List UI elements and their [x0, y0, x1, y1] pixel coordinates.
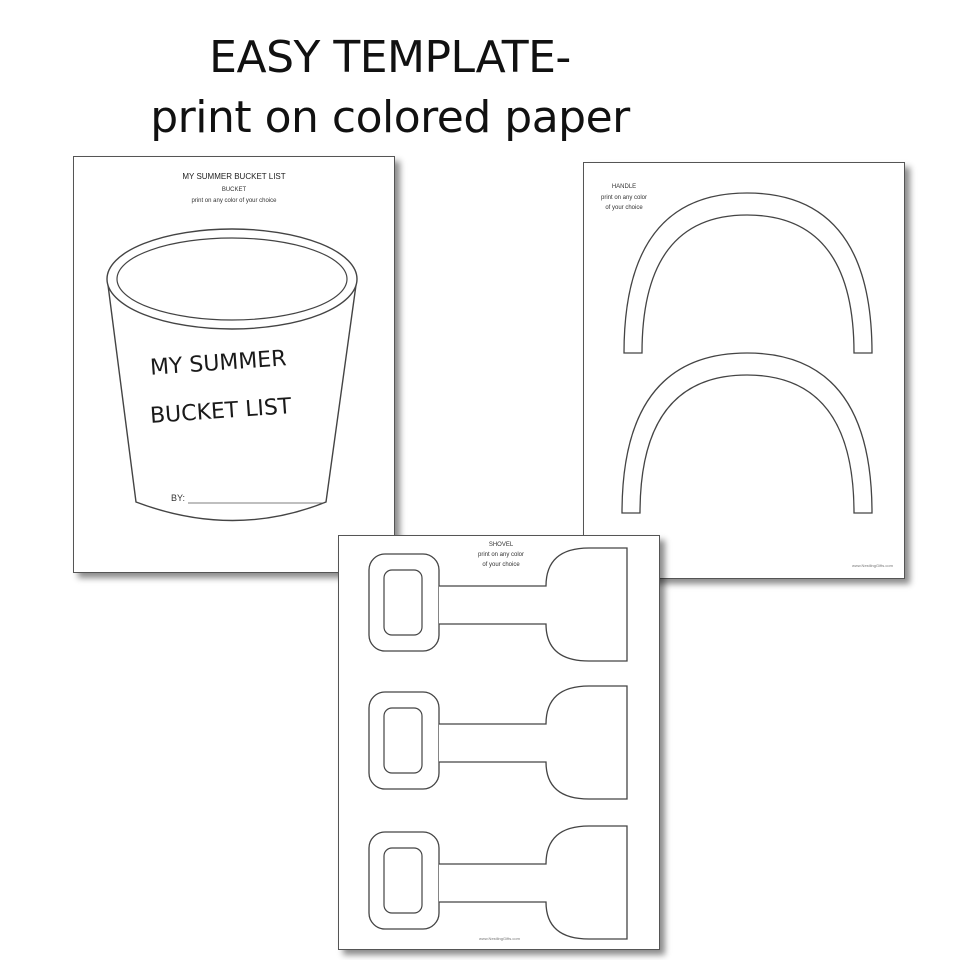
bucket-template-sheet: MY SUMMER BUCKET LIST BUCKET print on an… — [73, 156, 395, 573]
bucket-by-label: BY: — [171, 493, 186, 503]
handle-sheet-instruction-2: of your choice — [605, 205, 643, 211]
shovel-sheet-title: SHOVEL — [488, 542, 514, 548]
bucket-sheet-title: MY SUMMER BUCKET LIST — [182, 172, 286, 181]
bucket-sheet-subtitle: BUCKET — [221, 187, 247, 193]
handle-sheet-instruction-1: print on any color — [600, 195, 648, 201]
shovel-outlines-drawing — [368, 547, 628, 940]
handle-sheet-footer: www.NestlingGifts.com — [852, 563, 893, 568]
handle-template-sheet: HANDLE print on any color of your choice… — [583, 162, 905, 579]
headline-line-2: print on colored paper — [150, 92, 630, 143]
shovel-sheet-footer: www.NestlingGifts.com — [479, 936, 520, 941]
shovel-sheet-instruction-2: of your choice — [482, 562, 520, 568]
bucket-sheet-instruction: print on any color of your choice — [191, 198, 277, 204]
handle-arches-drawing — [621, 192, 873, 514]
shovel-sheet-instruction-1: print on any color — [477, 552, 525, 558]
headline: EASY TEMPLATE- print on colored paper — [0, 28, 780, 148]
handle-sheet-title: HANDLE — [611, 184, 637, 190]
headline-line-1: EASY TEMPLATE- — [209, 32, 571, 83]
bucket-outline-drawing — [106, 228, 358, 522]
shovel-template-sheet: SHOVEL print on any color of your choice… — [338, 535, 660, 950]
